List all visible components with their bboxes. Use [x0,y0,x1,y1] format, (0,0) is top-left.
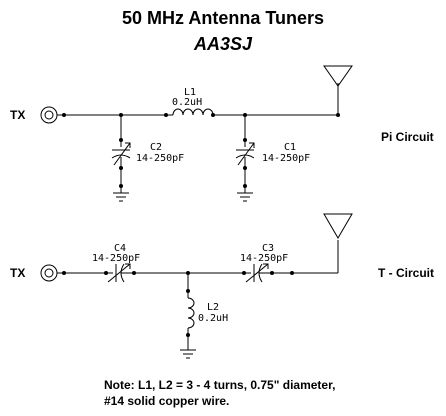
t-c4-ref: C4 [114,243,127,254]
note-line-1: Note: L1, L2 = 3 - 4 turns, 0.75" diamet… [104,378,336,392]
pi-c1-value: 14-250pF [262,153,311,164]
pi-c2-value: 14-250pF [136,153,185,164]
pi-c1-ref: C1 [284,142,297,153]
pi-ground-c2-icon [113,192,129,202]
pi-input-connector [40,106,58,124]
t-l2-value: 0.2uH [198,313,229,324]
t-tx-label: TX [10,266,26,280]
pi-l1-ref: L1 [184,87,197,98]
t-input-connector [40,264,58,282]
pi-circuit-label: Pi Circuit [381,130,434,144]
t-c3-value: 14-250pF [240,253,289,264]
t-ground-l2-icon [180,349,196,359]
pi-inductor-l1 [172,108,214,116]
diagram-subtitle: AA3SJ [193,34,253,54]
pi-capacitor-c2 [111,142,131,166]
pi-tx-label: TX [10,108,26,122]
t-c3-ref: C3 [262,243,275,254]
pi-l1-value: 0.2uH [172,97,203,108]
pi-c2-ref: C2 [150,142,163,153]
pi-ground-c1-icon [237,192,253,202]
pi-capacitor-c1 [235,142,255,166]
t-inductor-l2 [187,297,195,329]
note-block: Note: L1, L2 = 3 - 4 turns, 0.75" diamet… [104,377,335,409]
t-circuit-label: T - Circuit [378,266,434,280]
t-antenna-icon [323,213,353,239]
note-line-2: #14 solid copper wire. [104,394,230,408]
t-l2-ref: L2 [207,302,220,313]
pi-antenna-icon [323,65,353,87]
diagram-title: 50 MHz Antenna Tuners [121,8,325,28]
t-c4-value: 14-250pF [92,253,141,264]
